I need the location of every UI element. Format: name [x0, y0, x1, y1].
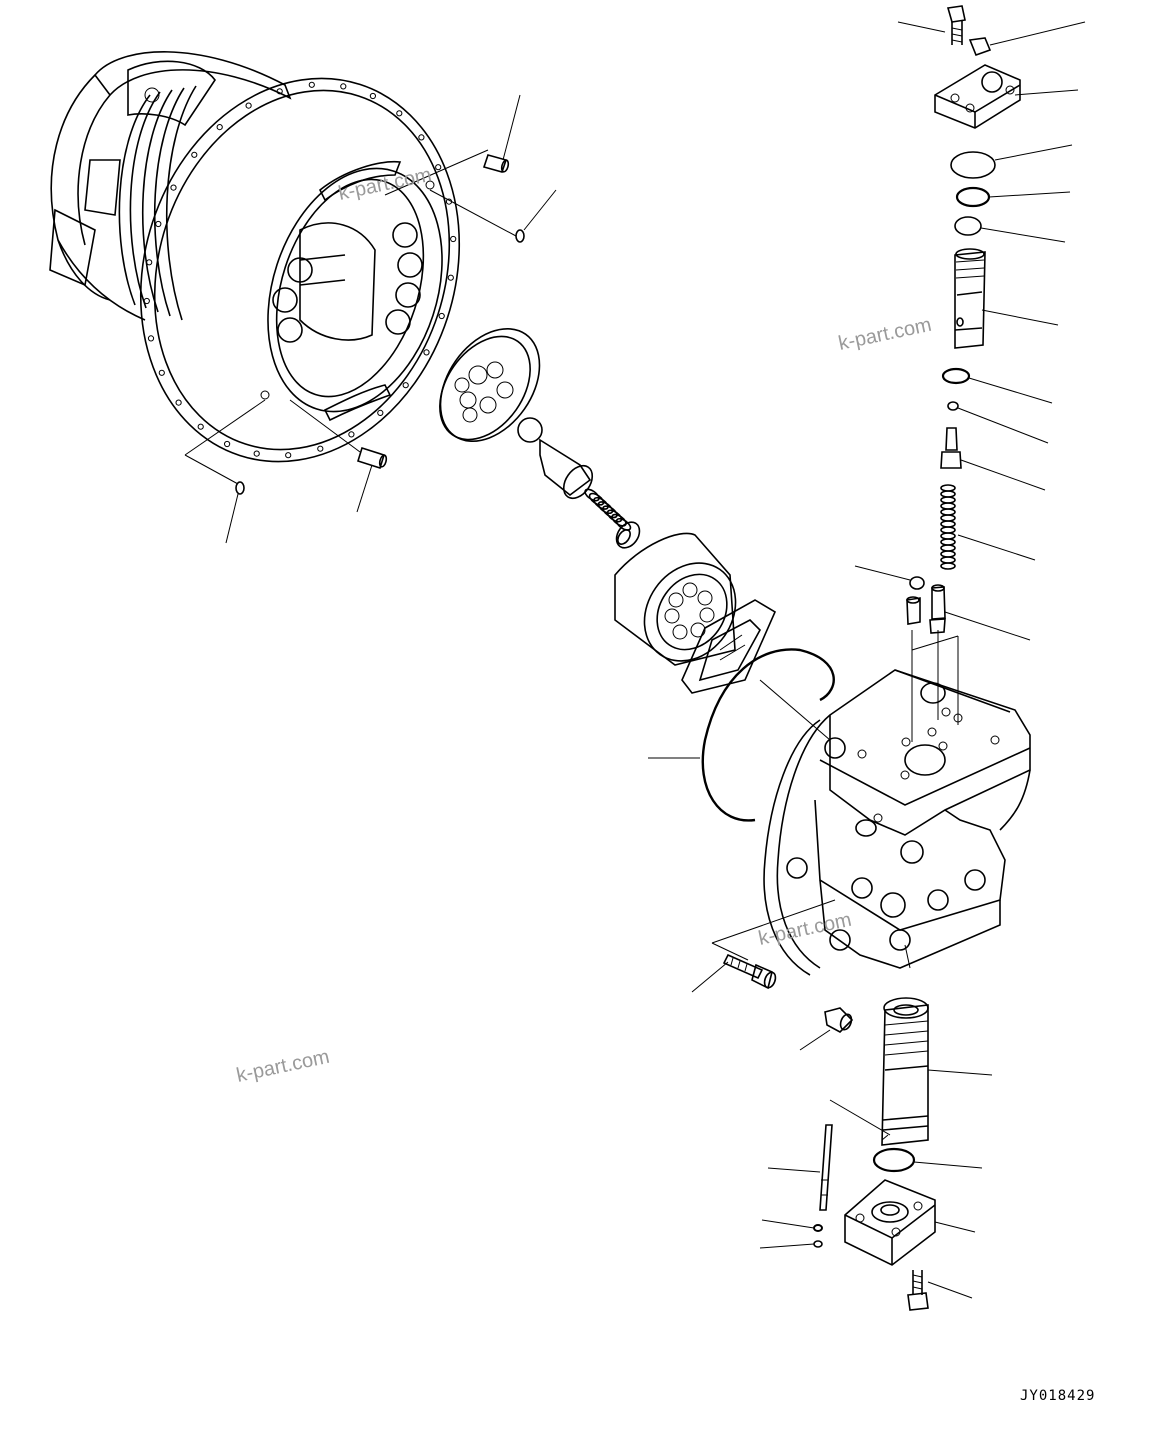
bolt-hole — [340, 83, 347, 90]
spring-coil — [940, 538, 956, 546]
bolt-hole — [418, 134, 425, 141]
piston-sleeve — [881, 997, 993, 1146]
bolt-hole — [253, 450, 260, 457]
watermark-3: k-part.com — [756, 909, 853, 950]
bolt-hole — [285, 452, 292, 459]
bolt-hole — [369, 92, 376, 100]
plug-lower — [799, 1007, 854, 1051]
spring-coil — [940, 508, 956, 516]
check-valve — [929, 584, 1031, 641]
bolt-hole — [423, 349, 430, 356]
cover-flange-top — [934, 64, 1079, 129]
bolt-hole — [146, 259, 153, 266]
plunger — [940, 427, 1046, 491]
bolt-hole — [450, 235, 457, 243]
o-ring-3 — [941, 367, 1053, 404]
bolt-hole — [158, 369, 165, 376]
spring-coil — [940, 562, 956, 570]
bolt-hole — [155, 220, 162, 228]
bolt-hole — [447, 274, 454, 281]
small-ring-a — [761, 1219, 823, 1232]
motor-case-cover — [763, 630, 1031, 976]
retainer-plate — [439, 327, 541, 443]
bolt-bottom — [907, 1270, 973, 1311]
motor-housing — [49, 51, 461, 463]
watermark-2: k-part.com — [836, 314, 933, 355]
washer-center — [615, 521, 641, 549]
bolt-hole — [147, 335, 155, 342]
spring-coil — [940, 550, 956, 558]
cylinder-block — [614, 532, 737, 666]
orifice — [906, 596, 921, 625]
spring-center — [584, 488, 632, 531]
bolt-hole — [197, 423, 204, 430]
large-o-ring — [648, 648, 835, 822]
bolt-hole — [308, 81, 315, 88]
bolt-hole — [245, 102, 252, 109]
bolt-hole — [216, 124, 223, 131]
socket-bolt-left — [691, 899, 836, 993]
o-ring-1 — [950, 144, 1073, 179]
spring-coil — [940, 502, 956, 510]
bolt-hole — [143, 297, 150, 305]
small-ball — [947, 401, 1049, 444]
spring-coil — [940, 556, 956, 564]
small-ball-2 — [854, 565, 925, 590]
spring-right — [940, 484, 1036, 570]
plug-top — [968, 21, 1086, 57]
spring-coil — [940, 496, 956, 504]
bolt-hole — [435, 164, 442, 171]
rod-pin — [767, 1099, 891, 1211]
spring-coil — [940, 484, 956, 492]
dowel-pin-upper — [482, 94, 521, 173]
bolt-hole — [348, 431, 355, 438]
bolt-hole — [438, 312, 445, 320]
dowel-pin-lower — [289, 399, 388, 513]
o-ring-small-upper — [384, 149, 557, 243]
o-ring-lower — [872, 1147, 983, 1173]
cover-flange-bottom — [844, 1179, 976, 1266]
bolt-hole — [175, 399, 182, 406]
bolt-hole — [191, 151, 198, 158]
bolt-hole — [317, 445, 324, 452]
bolt-hole — [224, 440, 231, 448]
spring-coil — [940, 532, 956, 540]
o-ring-small-lower — [184, 399, 266, 544]
bolt-hole — [402, 382, 409, 389]
valve-plate — [681, 599, 777, 694]
spool — [954, 248, 1059, 349]
spring-coil — [940, 490, 956, 498]
spring-coil — [940, 520, 956, 528]
bolt-hole — [377, 409, 384, 416]
spring-coil — [940, 514, 956, 522]
drawing-code: JY018429 — [1020, 1388, 1095, 1404]
spring-coil — [940, 526, 956, 534]
watermark-1: k-part.com — [336, 164, 433, 205]
backup-ring — [954, 216, 1066, 243]
spring-coil — [940, 544, 956, 552]
o-ring-2 — [955, 186, 1071, 208]
small-ring-b — [759, 1240, 823, 1249]
bolt-hole — [396, 110, 403, 117]
bolt-top — [897, 5, 966, 45]
watermark-4: k-part.com — [234, 1046, 331, 1087]
bolt-hole — [170, 184, 177, 191]
bolt-hole — [276, 88, 283, 95]
